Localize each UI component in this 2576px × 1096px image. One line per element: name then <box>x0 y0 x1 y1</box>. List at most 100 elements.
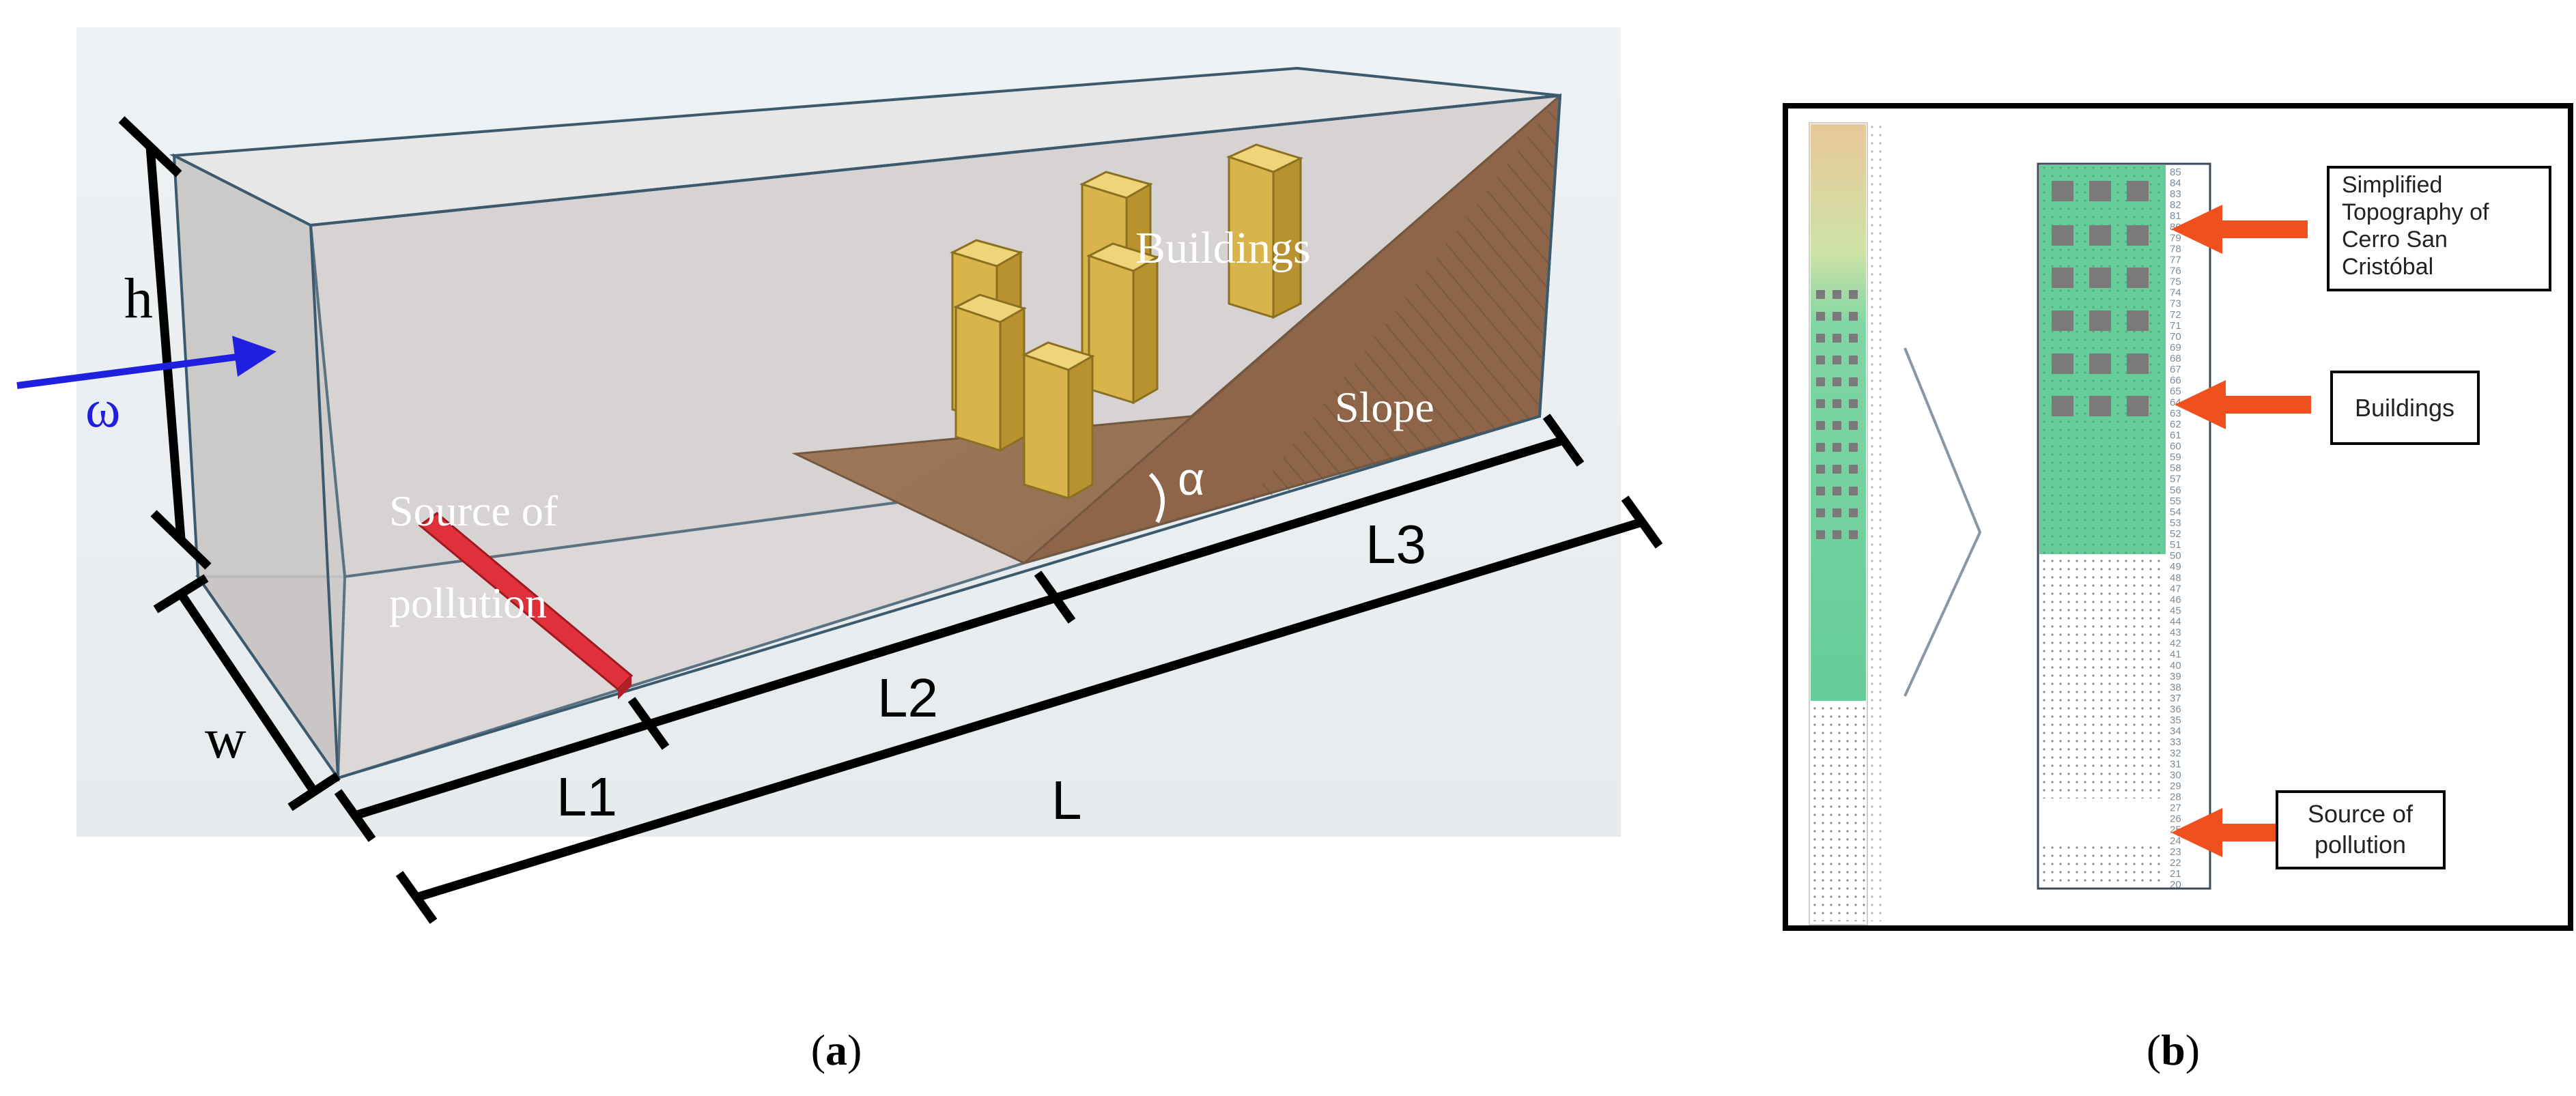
strip-building-square <box>1816 356 1825 364</box>
row-number: 66 <box>2170 375 2181 386</box>
row-number: 82 <box>2170 199 2181 211</box>
row-number: 53 <box>2170 517 2181 529</box>
row-number: 36 <box>2170 704 2181 715</box>
overview-strip <box>1809 122 1887 925</box>
label-l2: L2 <box>877 667 938 728</box>
strip-building-square <box>1832 530 1841 539</box>
building <box>1086 242 1160 405</box>
row-number: 54 <box>2170 506 2181 518</box>
label-l1: L1 <box>556 766 617 827</box>
row-number: 70 <box>2170 331 2181 343</box>
row-number: 46 <box>2170 594 2181 605</box>
strip-building-square <box>1832 421 1841 430</box>
row-number: 22 <box>2170 857 2181 869</box>
angle-arc <box>1148 472 1165 523</box>
callout-topography-line2: Topography of <box>2342 199 2489 225</box>
grid-building-square <box>2052 225 2073 246</box>
dimension-l1-l2-l3 <box>334 414 1585 842</box>
row-number: 58 <box>2170 463 2181 474</box>
strip-building-square <box>1849 312 1858 321</box>
row-number: 75 <box>2170 276 2181 288</box>
strip-building-square <box>1832 465 1841 474</box>
callout-source-line1: Source of <box>2308 800 2414 828</box>
grid-building-square <box>2052 311 2073 331</box>
row-number: 74 <box>2170 287 2181 299</box>
buildings-group <box>950 143 1304 500</box>
row-number: 29 <box>2170 780 2181 792</box>
row-number: 45 <box>2170 605 2181 617</box>
row-number: 73 <box>2170 298 2181 310</box>
strip-building-square <box>1832 443 1841 452</box>
caption-a-letter: a <box>825 1026 847 1074</box>
strip-building-square <box>1832 399 1841 408</box>
label-w: w <box>205 707 246 770</box>
grid-building-square <box>2127 354 2149 374</box>
row-number: 62 <box>2170 418 2181 430</box>
row-number: 72 <box>2170 309 2181 321</box>
strip-building-square <box>1816 377 1825 386</box>
row-number: 79 <box>2170 232 2181 244</box>
building <box>1226 143 1304 319</box>
row-number: 30 <box>2170 769 2181 781</box>
dimension-l <box>395 495 1663 924</box>
pollution-source-bar <box>418 512 634 700</box>
strip-building-square <box>1849 530 1858 539</box>
row-number: 24 <box>2170 835 2181 847</box>
row-number: 81 <box>2170 210 2181 222</box>
callout-topography-line3: Cerro San <box>2342 227 2448 253</box>
row-number: 59 <box>2170 452 2181 463</box>
row-number: 43 <box>2170 627 2181 639</box>
caption-b-close: ) <box>2185 1026 2200 1074</box>
panel-b: 8584838281807978777675747372717069686766… <box>1783 103 2573 931</box>
row-number: 41 <box>2170 649 2181 661</box>
strip-building-square <box>1832 356 1841 364</box>
panel-a: h w ω L1 L2 L3 L α Buildings Slope Sourc… <box>16 27 1663 924</box>
grid-building-square <box>2089 225 2111 246</box>
row-number: 33 <box>2170 736 2181 748</box>
grid-building-square <box>2127 311 2149 331</box>
callout-buildings: Buildings <box>2330 371 2480 445</box>
label-buildings: Buildings <box>1135 223 1311 273</box>
row-number: 78 <box>2170 243 2181 255</box>
strip-building-square <box>1832 508 1841 517</box>
callout-topography-line1: Simplified <box>2342 172 2442 198</box>
row-number: 85 <box>2170 167 2181 178</box>
row-number: 47 <box>2170 583 2181 594</box>
strip-building-square <box>1849 421 1858 430</box>
strip-building-square <box>1849 377 1858 386</box>
strip-building-square <box>1832 377 1841 386</box>
building <box>1021 341 1095 500</box>
arrow-buildings <box>2175 380 2311 429</box>
strip-building-square <box>1816 334 1825 343</box>
label-omega: ω <box>85 379 120 438</box>
row-number: 55 <box>2170 495 2181 507</box>
row-number: 84 <box>2170 177 2181 189</box>
caption-a-open: ( <box>811 1026 825 1074</box>
grid-building-square <box>2089 268 2111 288</box>
callout-source: Source of pollution <box>2276 790 2446 869</box>
caption-a-close: ) <box>847 1026 862 1074</box>
strip-building-square <box>1816 530 1825 539</box>
strip-building-square <box>1816 508 1825 517</box>
strip-building-square <box>1816 465 1825 474</box>
callout-arrows <box>2171 205 2311 857</box>
caption-a: (a) <box>811 1026 862 1074</box>
callout-source-line2: pollution <box>2315 831 2406 859</box>
strip-building-square <box>1832 290 1841 299</box>
strip-building-square <box>1816 443 1825 452</box>
row-number: 20 <box>2170 879 2181 891</box>
strip-building-square <box>1832 487 1841 495</box>
row-number: 44 <box>2170 616 2181 628</box>
row-number: 57 <box>2170 474 2181 485</box>
strip-building-square <box>1849 487 1858 495</box>
row-number: 69 <box>2170 342 2181 354</box>
grid-building-square <box>2052 181 2073 201</box>
row-number: 48 <box>2170 572 2181 583</box>
row-number: 39 <box>2170 671 2181 682</box>
strip-building-square <box>1849 356 1858 364</box>
zoomed-grid: 8584838281807978777675747372717069686766… <box>2037 162 2211 891</box>
dimension-w <box>153 574 341 811</box>
strip-building-square <box>1849 465 1858 474</box>
label-h: h <box>124 267 153 330</box>
